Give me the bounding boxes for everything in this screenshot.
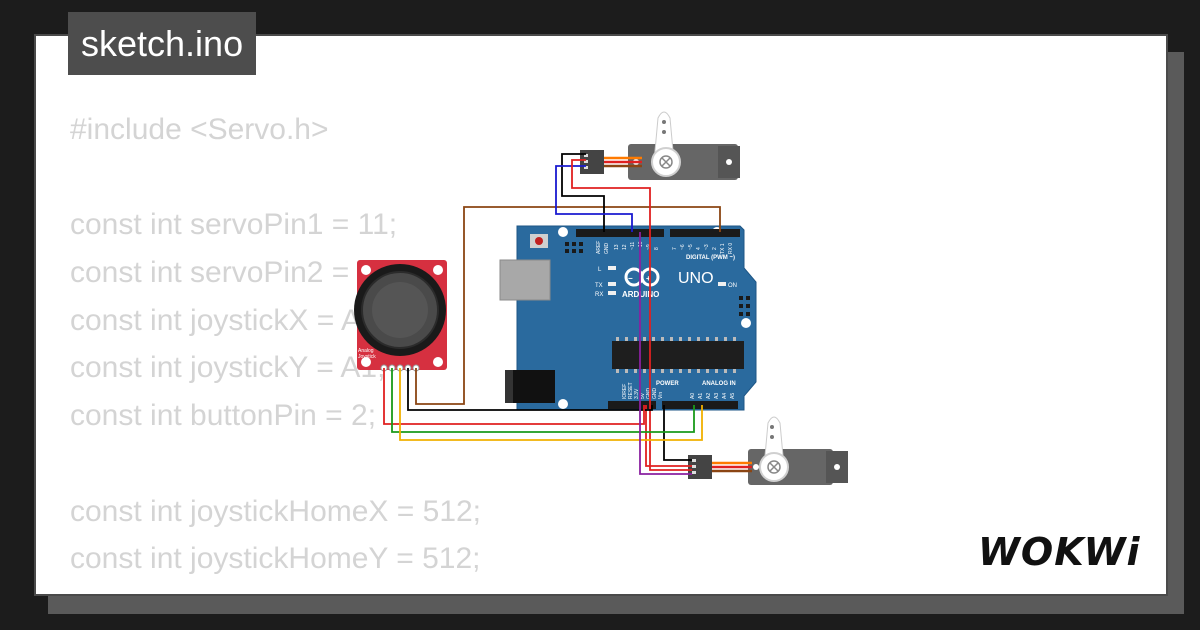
- arduino-uno-board[interactable]: − + UNO ARDUINO DIGITAL (PWM ~) POWER AN…: [499, 225, 757, 411]
- pin-label: A1: [698, 393, 704, 399]
- wire-black: [663, 405, 692, 461]
- pin-label: 13: [614, 244, 620, 250]
- analog-pin-labels: A0 A1 A2 A3 A4 A5: [690, 393, 736, 399]
- digital-pin-labels: 13 12 ~11 ~10 ~9 8 7 ~6 ~5 4 ~3 2 TX 1 R…: [614, 241, 734, 254]
- pin-label: ~6: [680, 244, 686, 250]
- pin-label: 4: [696, 247, 702, 250]
- pin-label: 8: [654, 247, 660, 250]
- wire-brown: [415, 206, 721, 405]
- power-header-label: POWER: [656, 381, 679, 387]
- code-line: const int joystickHomeX = 512;: [70, 494, 482, 528]
- wokwi-logo-text: WOKWi: [978, 530, 1141, 574]
- pin-label: ~9: [646, 244, 652, 250]
- wire-red: [383, 368, 645, 425]
- gnd-pin-label: GND: [604, 243, 610, 255]
- wire-red: [571, 159, 692, 471]
- wokwi-logo-icon: WOKWi: [978, 530, 1141, 574]
- servo-motor-bottom[interactable]: [688, 416, 848, 485]
- wires: [383, 153, 721, 475]
- digital-header-label: DIGITAL (PWM ~): [686, 255, 735, 261]
- wire-blue: [555, 165, 633, 232]
- filename-tag: sketch.ino: [68, 12, 257, 75]
- pin-label: A5: [730, 393, 736, 399]
- pin-label: ~3: [704, 244, 710, 250]
- wire-purple: [639, 232, 692, 475]
- pin-label: A2: [706, 393, 712, 399]
- wire-green: [391, 368, 695, 433]
- svg-text:+: +: [646, 274, 651, 283]
- pin-label: ~11: [630, 242, 636, 250]
- code-line: #include <Servo.h>: [70, 113, 329, 146]
- led-rx-label: RX: [595, 292, 603, 298]
- pin-label: A4: [722, 393, 728, 399]
- wire-orange: [399, 368, 703, 441]
- pin-label: ~5: [688, 244, 694, 250]
- wire-red: [645, 405, 692, 467]
- pin-label: 2: [712, 247, 718, 250]
- servo-motor-top[interactable]: [580, 111, 740, 180]
- wire-black: [561, 153, 605, 232]
- joystick-label: Analog: [358, 348, 374, 354]
- led-tx-label: TX: [595, 283, 603, 289]
- pin-label: 3.3V: [634, 388, 640, 399]
- led-l-label: L: [598, 267, 602, 273]
- pin-label: RX 0: [728, 243, 734, 254]
- code-line: const int joystickY = A1;: [70, 351, 386, 385]
- arduino-model-label: UNO: [678, 270, 714, 287]
- joystick-label: Joystick: [358, 354, 376, 360]
- code-line: const int servoPin1 = 11;: [70, 208, 398, 242]
- pin-label: GND: [646, 388, 652, 400]
- wire-black: [407, 368, 653, 411]
- pin-label: 12: [622, 244, 628, 250]
- code-line: const int joystickHomeY = 512;: [70, 542, 481, 576]
- pin-label: IOREF: [622, 384, 628, 399]
- code-line: const int joystickX = A0;: [70, 303, 386, 337]
- pin-label: 7: [672, 247, 678, 250]
- pin-label: 5V: [640, 392, 646, 399]
- code-line: const int joystickDeadband = 50;: [70, 583, 503, 594]
- pin-label: A3: [714, 393, 720, 399]
- pin-label: A0: [690, 393, 696, 399]
- aref-pin-label: AREF: [596, 241, 602, 254]
- code-line: const int buttonPin = 2;: [70, 399, 377, 433]
- pin-label: GND: [652, 388, 658, 400]
- pin-label: RESET: [628, 382, 634, 399]
- analog-header-label: ANALOG IN: [702, 381, 736, 387]
- svg-text:−: −: [628, 274, 633, 283]
- led-on-label: ON: [728, 283, 737, 289]
- analog-joystick-module[interactable]: Analog Joystick: [354, 260, 447, 372]
- power-pin-labels: IOREF RESET 3.3V 5V GND GND Vin: [622, 382, 664, 399]
- pin-label: TX 1: [720, 243, 726, 254]
- pin-label: ~10: [638, 241, 644, 250]
- pin-label: Vin: [658, 392, 664, 399]
